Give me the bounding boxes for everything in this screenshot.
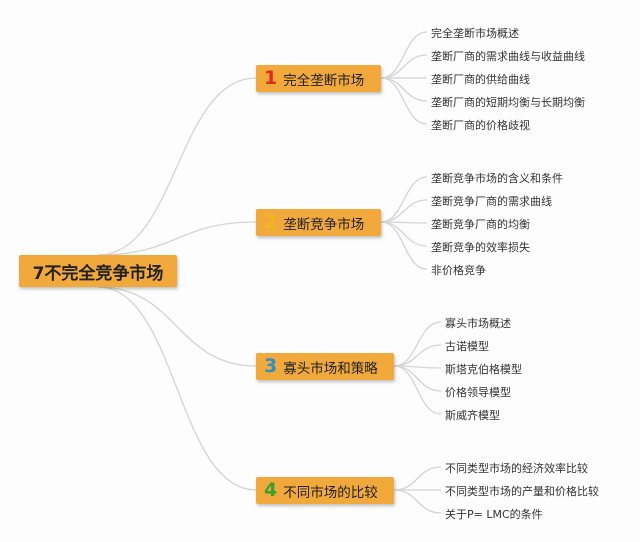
branch-2-number: 2 (264, 211, 278, 233)
branch-3-node[interactable]: 3 寡头市场和策略 (256, 353, 394, 380)
branch-1-node[interactable]: 1 完全垄断市场 (256, 65, 381, 92)
root-to-branch-1-line (97, 77, 257, 256)
leaf-2-4[interactable]: 垄断竞争的效率损失 (431, 241, 530, 254)
branch-1-leaf-1-line (380, 31, 428, 79)
leaf-1-1[interactable]: 完全垄断市场概述 (431, 27, 519, 40)
leaf-1-5[interactable]: 垄断厂商的价格歧视 (431, 119, 530, 132)
root-node[interactable]: 7不完全竞争市场 (19, 255, 177, 287)
branch-4-node[interactable]: 4 不同市场的比较 (256, 477, 394, 504)
leaf-4-1[interactable]: 不同类型市场的经济效率比较 (445, 462, 588, 475)
leaf-1-4[interactable]: 垄断厂商的短期均衡与长期均衡 (431, 96, 585, 109)
branch-3-leaf-4-line (393, 365, 442, 392)
branch-3-number: 3 (264, 355, 278, 377)
leaf-3-1[interactable]: 寡头市场概述 (445, 317, 511, 330)
branch-1-title: 完全垄断市场 (283, 72, 365, 89)
branch-3-title: 寡头市场和策略 (283, 360, 378, 377)
root-to-branch-4-line (97, 286, 257, 491)
leaf-2-1[interactable]: 垄断竞争市场的含义和条件 (431, 172, 563, 185)
branch-1-leaf-5-line (380, 77, 428, 125)
root-to-branch-2-line (97, 221, 257, 256)
leaf-2-5[interactable]: 非价格竞争 (431, 264, 486, 277)
branch-2-leaf-4-line (380, 221, 428, 247)
branch-4-title: 不同市场的比较 (283, 484, 378, 501)
branch-1-leaf-2-line (380, 54, 428, 79)
branch-2-title: 垄断竞争市场 (283, 216, 365, 233)
branch-2-leaf-1-line (380, 176, 428, 223)
branch-2-leaf-5-line (380, 221, 428, 270)
leaf-3-4[interactable]: 价格领导模型 (445, 386, 511, 399)
leaf-4-2[interactable]: 不同类型市场的产量和价格比较 (445, 485, 599, 498)
branch-3-leaf-1-line (393, 321, 442, 367)
branch-1-number: 1 (264, 67, 278, 89)
root-title: 7不完全竞争市场 (32, 263, 164, 284)
leaf-3-3[interactable]: 斯塔克伯格模型 (445, 363, 522, 376)
leaf-2-3[interactable]: 垄断竞争厂商的均衡 (431, 218, 530, 231)
leaf-3-2[interactable]: 古诺模型 (445, 340, 489, 353)
branch-3-leaf-5-line (393, 365, 442, 415)
branch-2-node[interactable]: 2 垄断竞争市场 (256, 209, 381, 236)
root-to-branch-3-line (97, 286, 257, 367)
leaf-2-2[interactable]: 垄断竞争厂商的需求曲线 (431, 195, 552, 208)
branch-4-leaf-1-line (393, 466, 442, 491)
leaf-1-2[interactable]: 垄断厂商的需求曲线与收益曲线 (431, 50, 585, 63)
branch-3-leaf-2-line (393, 344, 442, 367)
branch-1-leaf-4-line (380, 77, 428, 102)
branch-2-leaf-2-line (380, 199, 428, 223)
branch-4-leaf-3-line (393, 489, 442, 514)
branch-4-number: 4 (264, 479, 278, 501)
leaf-1-3[interactable]: 垄断厂商的供给曲线 (431, 73, 530, 86)
leaf-4-3[interactable]: 关于P= LMC的条件 (445, 508, 543, 521)
leaf-3-5[interactable]: 斯威齐模型 (445, 409, 500, 422)
